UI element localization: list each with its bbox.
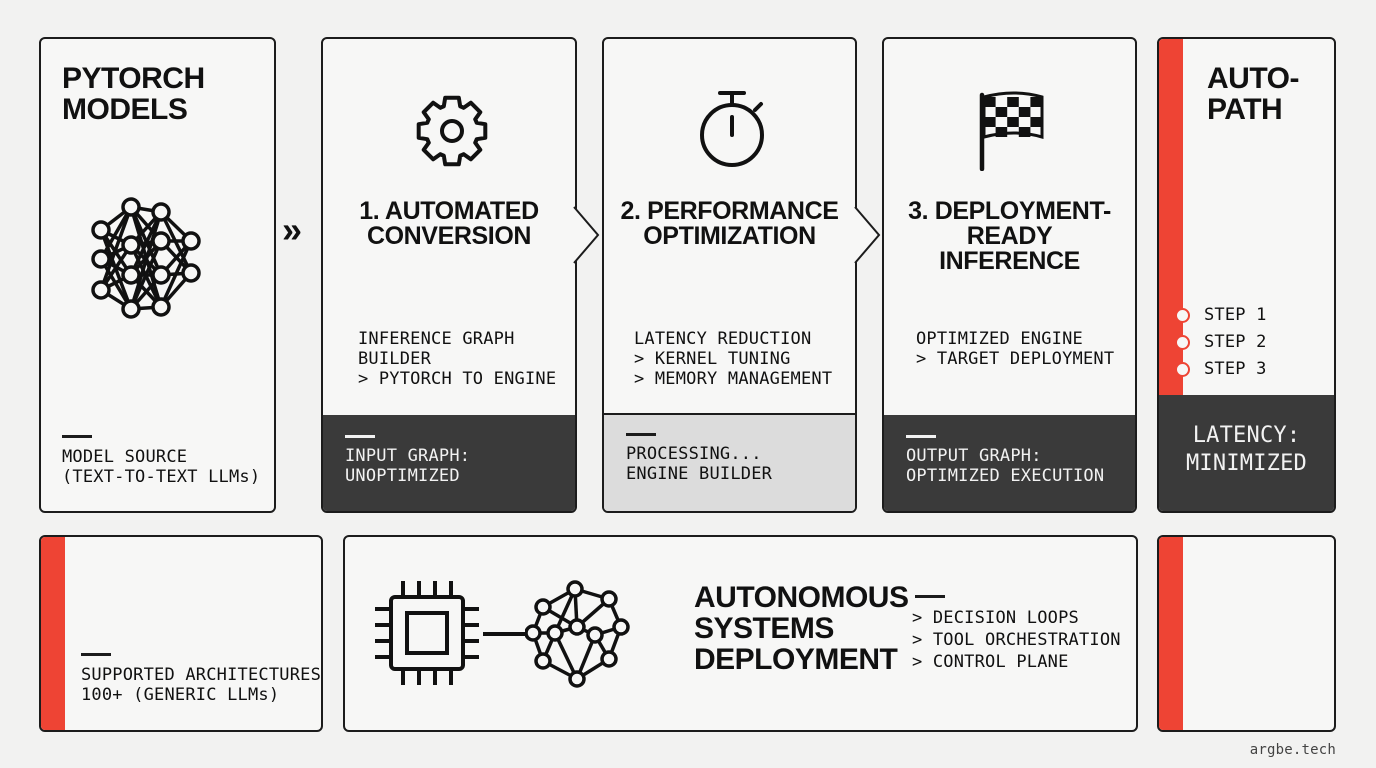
gear-icon — [416, 95, 488, 167]
stage-card-deployment: 3. DEPLOYMENT- READY INFERENCE OPTIMIZED… — [882, 37, 1137, 513]
stage-details: LATENCY REDUCTION > KERNEL TUNING > MEMO… — [634, 329, 833, 389]
stopwatch-icon — [700, 91, 764, 167]
stage-details: INFERENCE GRAPH BUILDER > PYTORCH TO ENG… — [358, 329, 557, 389]
stage-title: 1. AUTOMATED CONVERSION — [359, 197, 539, 250]
footer-line2: OPTIMIZED EXECUTION — [906, 466, 1105, 486]
source-caption-line1: MODEL SOURCE — [62, 447, 188, 467]
step-item: STEP 2 — [1175, 332, 1267, 352]
stage-card-conversion: 1. AUTOMATED CONVERSION INFERENCE GRAPH … — [321, 37, 577, 513]
autopath-card: AUTO- PATH STEP 1 STEP 2 STEP 3 LATENCY:… — [1157, 37, 1336, 513]
footer-line1: INPUT GRAPH: — [345, 446, 471, 466]
step-dot — [1175, 334, 1190, 350]
accent-bar — [41, 537, 65, 730]
neural-network-icon — [91, 197, 201, 319]
footer-line1: LATENCY: — [1192, 423, 1301, 448]
autonomous-items: > DECISION LOOPS > TOOL ORCHESTRATION > … — [912, 608, 1121, 672]
autonomous-divider — [915, 595, 945, 598]
footer-divider — [345, 435, 375, 438]
checkered-flag-icon — [979, 91, 1044, 171]
step-label: STEP 2 — [1204, 332, 1267, 352]
accent-card — [1157, 535, 1336, 732]
stage-footer: OUTPUT GRAPH: OPTIMIZED EXECUTION — [884, 415, 1135, 511]
footer-line1: OUTPUT GRAPH: — [906, 446, 1042, 466]
step-item: STEP 3 — [1175, 359, 1267, 379]
stage-details: OPTIMIZED ENGINE > TARGET DEPLOYMENT — [916, 329, 1115, 369]
step-item: STEP 1 — [1175, 305, 1267, 325]
footer-line2: ENGINE BUILDER — [626, 464, 773, 484]
footer-line2: MINIMIZED — [1185, 451, 1307, 476]
footer-line2: UNOPTIMIZED — [345, 466, 460, 486]
source-caption-line2: (TEXT-TO-TEXT LLMs) — [62, 467, 261, 487]
connector-chevron — [573, 206, 600, 264]
architectures-line1: SUPPORTED ARCHITECTURES: — [81, 665, 323, 685]
footer-divider — [626, 433, 656, 436]
autonomous-title: AUTONOMOUS SYSTEMS DEPLOYMENT — [694, 581, 909, 676]
stage-card-optimization: 2. PERFORMANCE OPTIMIZATION LATENCY REDU… — [602, 37, 857, 513]
autonomous-systems-card: AUTONOMOUS SYSTEMS DEPLOYMENT > DECISION… — [343, 535, 1138, 732]
architectures-divider — [81, 653, 111, 656]
architectures-card: SUPPORTED ARCHITECTURES: 100+ (GENERIC L… — [39, 535, 323, 732]
stage-title: 2. PERFORMANCE OPTIMIZATION — [620, 197, 839, 250]
stage-title: 3. DEPLOYMENT- READY INFERENCE — [908, 197, 1111, 275]
brand-footer: argbe.tech — [1249, 742, 1336, 758]
stage-footer: PROCESSING... ENGINE BUILDER — [604, 413, 855, 511]
source-title: PYTORCH MODELS — [62, 62, 205, 126]
connector-chevron — [854, 206, 881, 264]
step-dot — [1175, 307, 1190, 323]
autopath-title: AUTO- PATH — [1207, 62, 1299, 126]
flow-arrow: » — [282, 209, 303, 250]
footer-line1: PROCESSING... — [626, 444, 762, 464]
architectures-line2: 100+ (GENERIC LLMs) — [81, 685, 280, 705]
step-dot — [1175, 361, 1190, 377]
footer-divider — [906, 435, 936, 438]
processor-chip-icon — [375, 581, 479, 685]
step-label: STEP 3 — [1204, 359, 1267, 379]
network-graph-icon — [525, 580, 630, 688]
source-divider — [62, 435, 92, 438]
accent-bar — [1159, 537, 1183, 730]
stage-footer: INPUT GRAPH: UNOPTIMIZED — [323, 415, 575, 511]
pytorch-models-card: PYTORCH MODELS MODEL SOURCE (TEXT-TO-TEX… — [39, 37, 276, 513]
autopath-footer: LATENCY: MINIMIZED — [1159, 395, 1334, 511]
step-label: STEP 1 — [1204, 305, 1267, 325]
